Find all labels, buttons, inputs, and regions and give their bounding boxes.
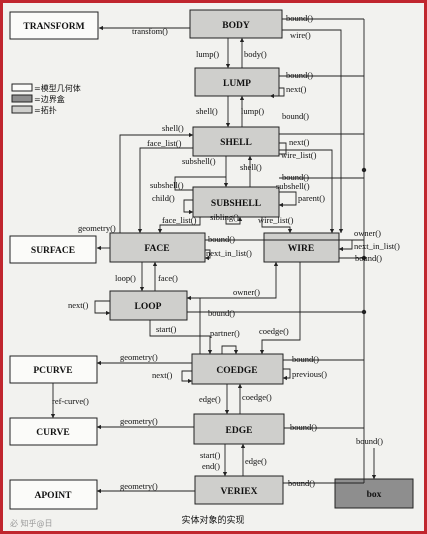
- legend-bbox-text: =边界盒: [34, 94, 65, 104]
- loop-box: [109, 290, 188, 321]
- transform-label: TRANSFORM: [23, 22, 84, 32]
- label-edge2: edge(): [245, 456, 267, 466]
- lump-box: [194, 67, 280, 97]
- label-geometry-coedge: geometry(): [120, 352, 158, 362]
- label-geometry-edge: geometry(): [120, 416, 158, 426]
- coedge-label: COEDGE: [216, 366, 257, 376]
- label-start: start(): [156, 324, 176, 334]
- label-face-fn: face(): [158, 273, 178, 283]
- label-sub-wire-list: wire_list(): [258, 215, 294, 225]
- figure-caption: 实体对象的实现: [181, 514, 244, 526]
- label-wire-owner: owner(): [354, 228, 381, 238]
- label-lump: lump(): [196, 49, 219, 59]
- label-face-next-in-list: next_in_list(): [206, 248, 252, 258]
- label-coedge-next: next(): [152, 370, 172, 380]
- label-body-bound: bound(): [286, 13, 313, 23]
- label-shell-wire-list: wire_list(): [281, 150, 317, 160]
- label-box-bound: bound(): [356, 436, 383, 446]
- bbox-label: box: [367, 490, 382, 500]
- shell-label: SHELL: [220, 138, 252, 148]
- label-edge-coedge: coedge(): [242, 392, 272, 402]
- legend-model-text: =模型几何体: [34, 83, 81, 93]
- face-box: [109, 232, 206, 263]
- label-owner: owner(): [233, 287, 260, 297]
- label-veriex-bound: bound(): [288, 478, 315, 488]
- label-child: child(): [152, 193, 175, 203]
- label-wire-next-in-list: next_in_list(): [354, 241, 400, 251]
- label-loop-fn: loop(): [115, 273, 136, 283]
- surface-box: [9, 235, 97, 264]
- pcurve-box: [9, 355, 98, 384]
- label-body-wire: wire(): [290, 30, 311, 40]
- face-label: FACE: [144, 244, 169, 254]
- body-box: [189, 9, 283, 39]
- label-subshell-down: subshell(): [182, 156, 216, 166]
- edge-label: EDGE: [226, 426, 253, 436]
- label-edge-fn: edge(): [199, 394, 221, 404]
- label-ref-curve: ref-curve(): [52, 396, 89, 406]
- pcurve-label: PCURVE: [33, 366, 72, 376]
- label-sub-parent: parent(): [298, 193, 325, 203]
- label-shell-left: shell(): [162, 123, 184, 133]
- apoint-box: [9, 479, 98, 510]
- label-geometry-apoint: geometry(): [120, 481, 158, 491]
- label-lump-next: next(): [286, 84, 306, 94]
- label-shell-sub: shell(): [240, 162, 262, 172]
- curve-box: [9, 417, 98, 446]
- label-sibling: sibling(): [210, 212, 239, 222]
- apoint-label: APOINT: [35, 491, 73, 501]
- wire-box: [263, 232, 340, 263]
- label-sub-bound: bound(): [282, 172, 309, 182]
- loop-label: LOOP: [135, 302, 162, 312]
- transform-box: [9, 11, 99, 40]
- edge-box: [193, 413, 285, 445]
- wire-label: WIRE: [288, 244, 314, 254]
- label-face-list: face_list(): [147, 138, 182, 148]
- label-geometry-face: geometry(): [78, 223, 116, 233]
- veriex-label: VERIEX: [221, 487, 258, 497]
- label-subshell-left: subshell(): [150, 180, 184, 190]
- watermark: 必 知乎@日: [10, 518, 53, 528]
- label-body-fn: body(): [244, 49, 267, 59]
- label-face-bound: bound(): [208, 234, 235, 244]
- veriex-box: [194, 475, 284, 505]
- label-loop-bound: bound(): [208, 308, 235, 318]
- label-transfom: transfom(): [132, 26, 168, 36]
- lump-label: LUMP: [223, 79, 251, 89]
- label-partner: partner(): [210, 328, 240, 338]
- surface-label: SURFACE: [31, 246, 75, 256]
- label-loop-next: next(): [68, 300, 88, 310]
- label-shell-next: next(): [289, 137, 309, 147]
- label-shell-bound: bound(): [282, 111, 309, 121]
- label-wire-bound: bound(): [355, 253, 382, 263]
- legend-topo-text: =拓扑: [34, 105, 57, 115]
- body-label: BODY: [222, 21, 250, 31]
- legend-model-swatch: [11, 83, 33, 92]
- label-lump-bound: bound(): [286, 70, 313, 80]
- label-end: end(): [202, 461, 220, 471]
- legend-topo-swatch: [11, 105, 33, 114]
- label-lump-fn: lump(): [241, 106, 264, 116]
- label-sub-subshell: subshell(): [276, 181, 310, 191]
- label-coedge-bound: bound(): [292, 354, 319, 364]
- subshell-label: SUBSHELL: [211, 199, 261, 209]
- subshell-box: [192, 186, 280, 218]
- curve-label: CURVE: [36, 428, 69, 438]
- label-previous: previous(): [292, 369, 327, 379]
- label-coedge: coedge(): [259, 326, 289, 336]
- bbox-box: [334, 478, 414, 509]
- label-shell: shell(): [196, 106, 218, 116]
- label-start2: start(): [200, 450, 220, 460]
- coedge-box: [191, 353, 284, 385]
- connector-lines: [50, 18, 377, 494]
- label-edge-bound: bound(): [290, 422, 317, 432]
- label-sub-face-list: face_list(): [162, 215, 197, 225]
- shell-box: [192, 126, 280, 157]
- legend-bbox-swatch: [11, 94, 33, 103]
